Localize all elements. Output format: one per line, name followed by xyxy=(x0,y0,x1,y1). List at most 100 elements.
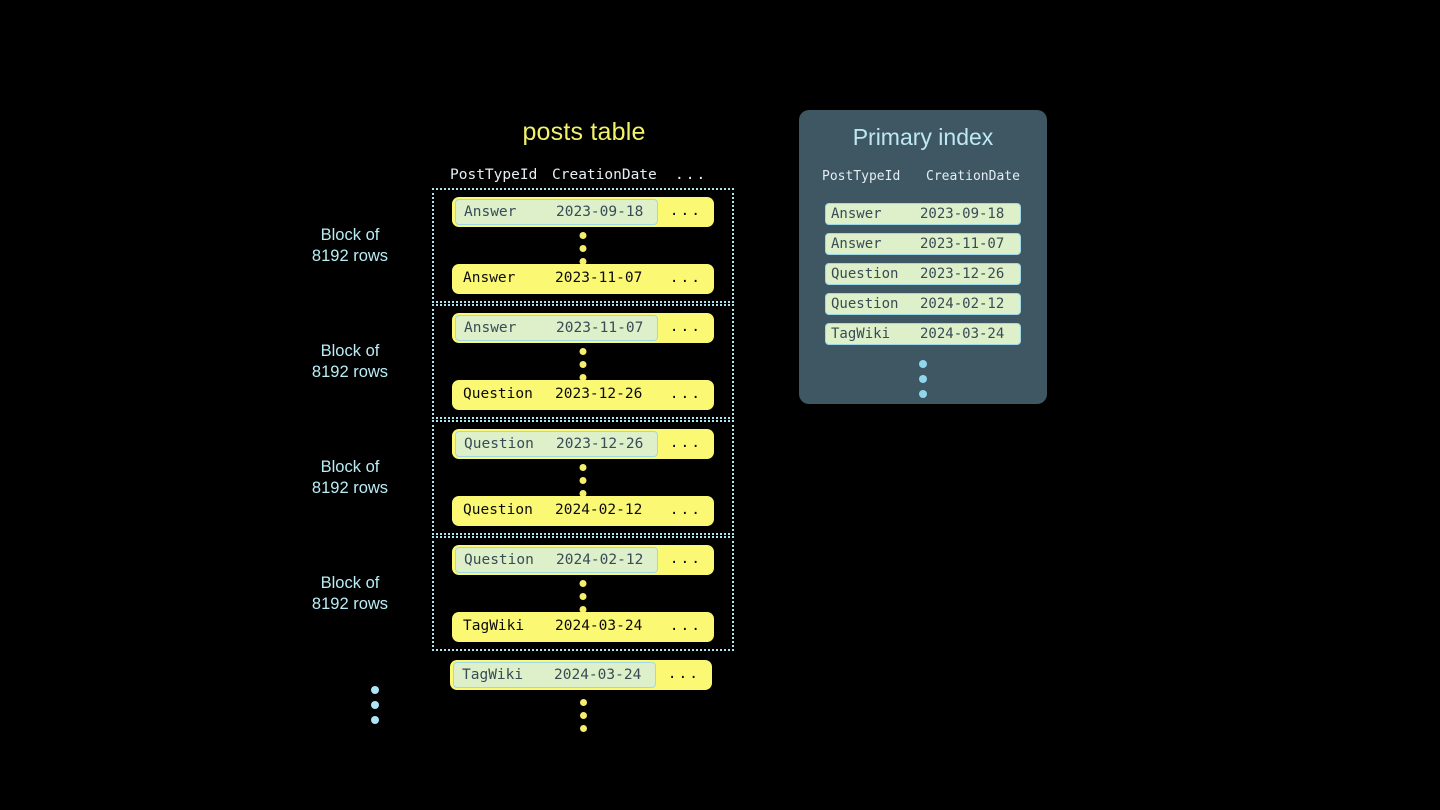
posts-table-column-headers: PostTypeId CreationDate ... xyxy=(432,167,736,187)
table-row: Question 2023-12-26 ... xyxy=(452,429,714,459)
index-row: Answer 2023-11-07 xyxy=(825,233,1021,255)
dot xyxy=(919,390,927,398)
dot xyxy=(579,232,587,239)
cell-creationdate: 2024-03-24 xyxy=(554,667,642,683)
cell-creationdate: 2024-02-12 xyxy=(555,502,643,518)
table-trailing-ellipsis-wrap xyxy=(432,690,734,732)
dot xyxy=(579,361,587,368)
column-header-ellipsis: ... xyxy=(675,167,708,183)
block-label: Block of 8192 rows xyxy=(311,573,389,613)
dot xyxy=(579,348,587,355)
row-ellipsis-dots xyxy=(579,464,587,497)
cell-creationdate: 2023-09-18 xyxy=(556,204,644,220)
table-block: Block of 8192 rows Answer 2023-11-07 ... xyxy=(312,304,734,419)
dot xyxy=(579,593,587,600)
row-ellipsis-dots xyxy=(579,580,587,613)
cell-ellipsis: ... xyxy=(667,666,700,682)
index-row: Question 2023-12-26 xyxy=(825,263,1021,285)
row-highlight: Answer 2023-11-07 xyxy=(455,315,658,341)
index-cell-posttypeid: Question xyxy=(831,296,899,312)
cell-creationdate: 2024-02-12 xyxy=(556,552,644,568)
table-row: Answer 2023-09-18 ... xyxy=(452,197,714,227)
primary-index-column-headers: PostTypeId CreationDate xyxy=(799,169,1047,189)
cell-ellipsis: ... xyxy=(669,203,702,219)
column-header-posttypeid: PostTypeId xyxy=(450,167,538,183)
primary-index-title: Primary index xyxy=(852,124,994,150)
row-ellipsis-dots xyxy=(579,348,587,381)
index-cell-posttypeid: Answer xyxy=(831,236,882,252)
dot xyxy=(371,716,379,724)
cell-posttypeid: Answer xyxy=(464,320,517,336)
row-highlight: Answer 2023-09-18 xyxy=(455,199,658,225)
cell-ellipsis: ... xyxy=(669,618,702,634)
block-label: Block of 8192 rows xyxy=(311,457,389,497)
dot xyxy=(579,725,587,732)
primary-index-rows: Answer 2023-09-18 Answer 2023-11-07 Ques… xyxy=(825,203,1021,353)
dot xyxy=(579,699,587,706)
row-cells: Question 2024-02-12 xyxy=(455,498,658,524)
cell-posttypeid: Question xyxy=(464,436,534,452)
index-row: Answer 2023-09-18 xyxy=(825,203,1021,225)
dot xyxy=(579,258,587,265)
cell-posttypeid: Question xyxy=(463,502,533,518)
row-highlight: Question 2023-12-26 xyxy=(455,431,658,457)
table-row: Question 2024-02-12 ... xyxy=(452,545,714,575)
cell-creationdate: 2023-12-26 xyxy=(556,436,644,452)
cell-creationdate: 2023-11-07 xyxy=(556,320,644,336)
table-row: Question 2024-02-12 ... xyxy=(452,496,714,526)
cell-creationdate: 2023-11-07 xyxy=(555,270,643,286)
dot xyxy=(579,712,587,719)
index-cell-creationdate: 2024-02-12 xyxy=(920,296,1005,312)
column-header-creationdate: CreationDate xyxy=(552,167,657,183)
dot xyxy=(371,701,379,709)
cell-posttypeid: Answer xyxy=(463,270,516,286)
table-block: Block of 8192 rows Question 2024-02-12 .… xyxy=(312,536,734,651)
blocks-continuation-dots xyxy=(371,686,379,724)
index-row: Question 2024-02-12 xyxy=(825,293,1021,315)
index-cell-creationdate: 2023-09-18 xyxy=(920,206,1005,222)
row-highlight: Question 2024-02-12 xyxy=(455,547,658,573)
cell-posttypeid: TagWiki xyxy=(463,618,525,634)
cell-posttypeid: Question xyxy=(464,552,534,568)
cell-ellipsis: ... xyxy=(669,435,702,451)
table-row: TagWiki 2024-03-24 ... xyxy=(452,612,714,642)
dot xyxy=(579,374,587,381)
dot xyxy=(371,686,379,694)
index-cell-posttypeid: Answer xyxy=(831,206,882,222)
table-block: Block of 8192 rows Question 2023-12-26 .… xyxy=(312,420,734,535)
table-row-trailing: TagWiki 2024-03-24 ... xyxy=(450,660,712,690)
cell-ellipsis: ... xyxy=(669,551,702,567)
table-row: Answer 2023-11-07 ... xyxy=(452,264,714,294)
dot xyxy=(579,580,587,587)
cell-posttypeid: TagWiki xyxy=(462,667,524,683)
row-ellipsis-dots xyxy=(579,232,587,265)
cell-posttypeid: Question xyxy=(463,386,533,402)
block-label: Block of 8192 rows xyxy=(311,225,389,265)
table-trailing-ellipsis-dots xyxy=(579,699,587,732)
dot xyxy=(579,464,587,471)
dot xyxy=(919,375,927,383)
index-column-header-posttypeid: PostTypeId xyxy=(822,169,901,184)
index-column-header-creationdate: CreationDate xyxy=(926,169,1020,184)
index-cell-posttypeid: Question xyxy=(831,266,899,282)
cell-ellipsis: ... xyxy=(669,502,702,518)
table-row: Answer 2023-11-07 ... xyxy=(452,313,714,343)
cell-ellipsis: ... xyxy=(669,270,702,286)
dot xyxy=(579,477,587,484)
dot xyxy=(579,245,587,252)
index-cell-posttypeid: TagWiki xyxy=(831,326,891,342)
index-row: TagWiki 2024-03-24 xyxy=(825,323,1021,345)
posts-table-title: posts table xyxy=(522,118,646,146)
primary-index-continuation-dots xyxy=(799,360,1047,398)
row-cells: Answer 2023-11-07 xyxy=(455,266,658,292)
block-label: Block of 8192 rows xyxy=(311,341,389,381)
cell-posttypeid: Answer xyxy=(464,204,517,220)
cell-creationdate: 2023-12-26 xyxy=(555,386,643,402)
dot xyxy=(579,606,587,613)
table-block: Block of 8192 rows Answer 2023-09-18 ... xyxy=(312,188,734,303)
row-highlight: TagWiki 2024-03-24 xyxy=(453,662,656,688)
index-cell-creationdate: 2024-03-24 xyxy=(920,326,1005,342)
table-row: Question 2023-12-26 ... xyxy=(452,380,714,410)
row-cells: TagWiki 2024-03-24 xyxy=(455,614,658,640)
